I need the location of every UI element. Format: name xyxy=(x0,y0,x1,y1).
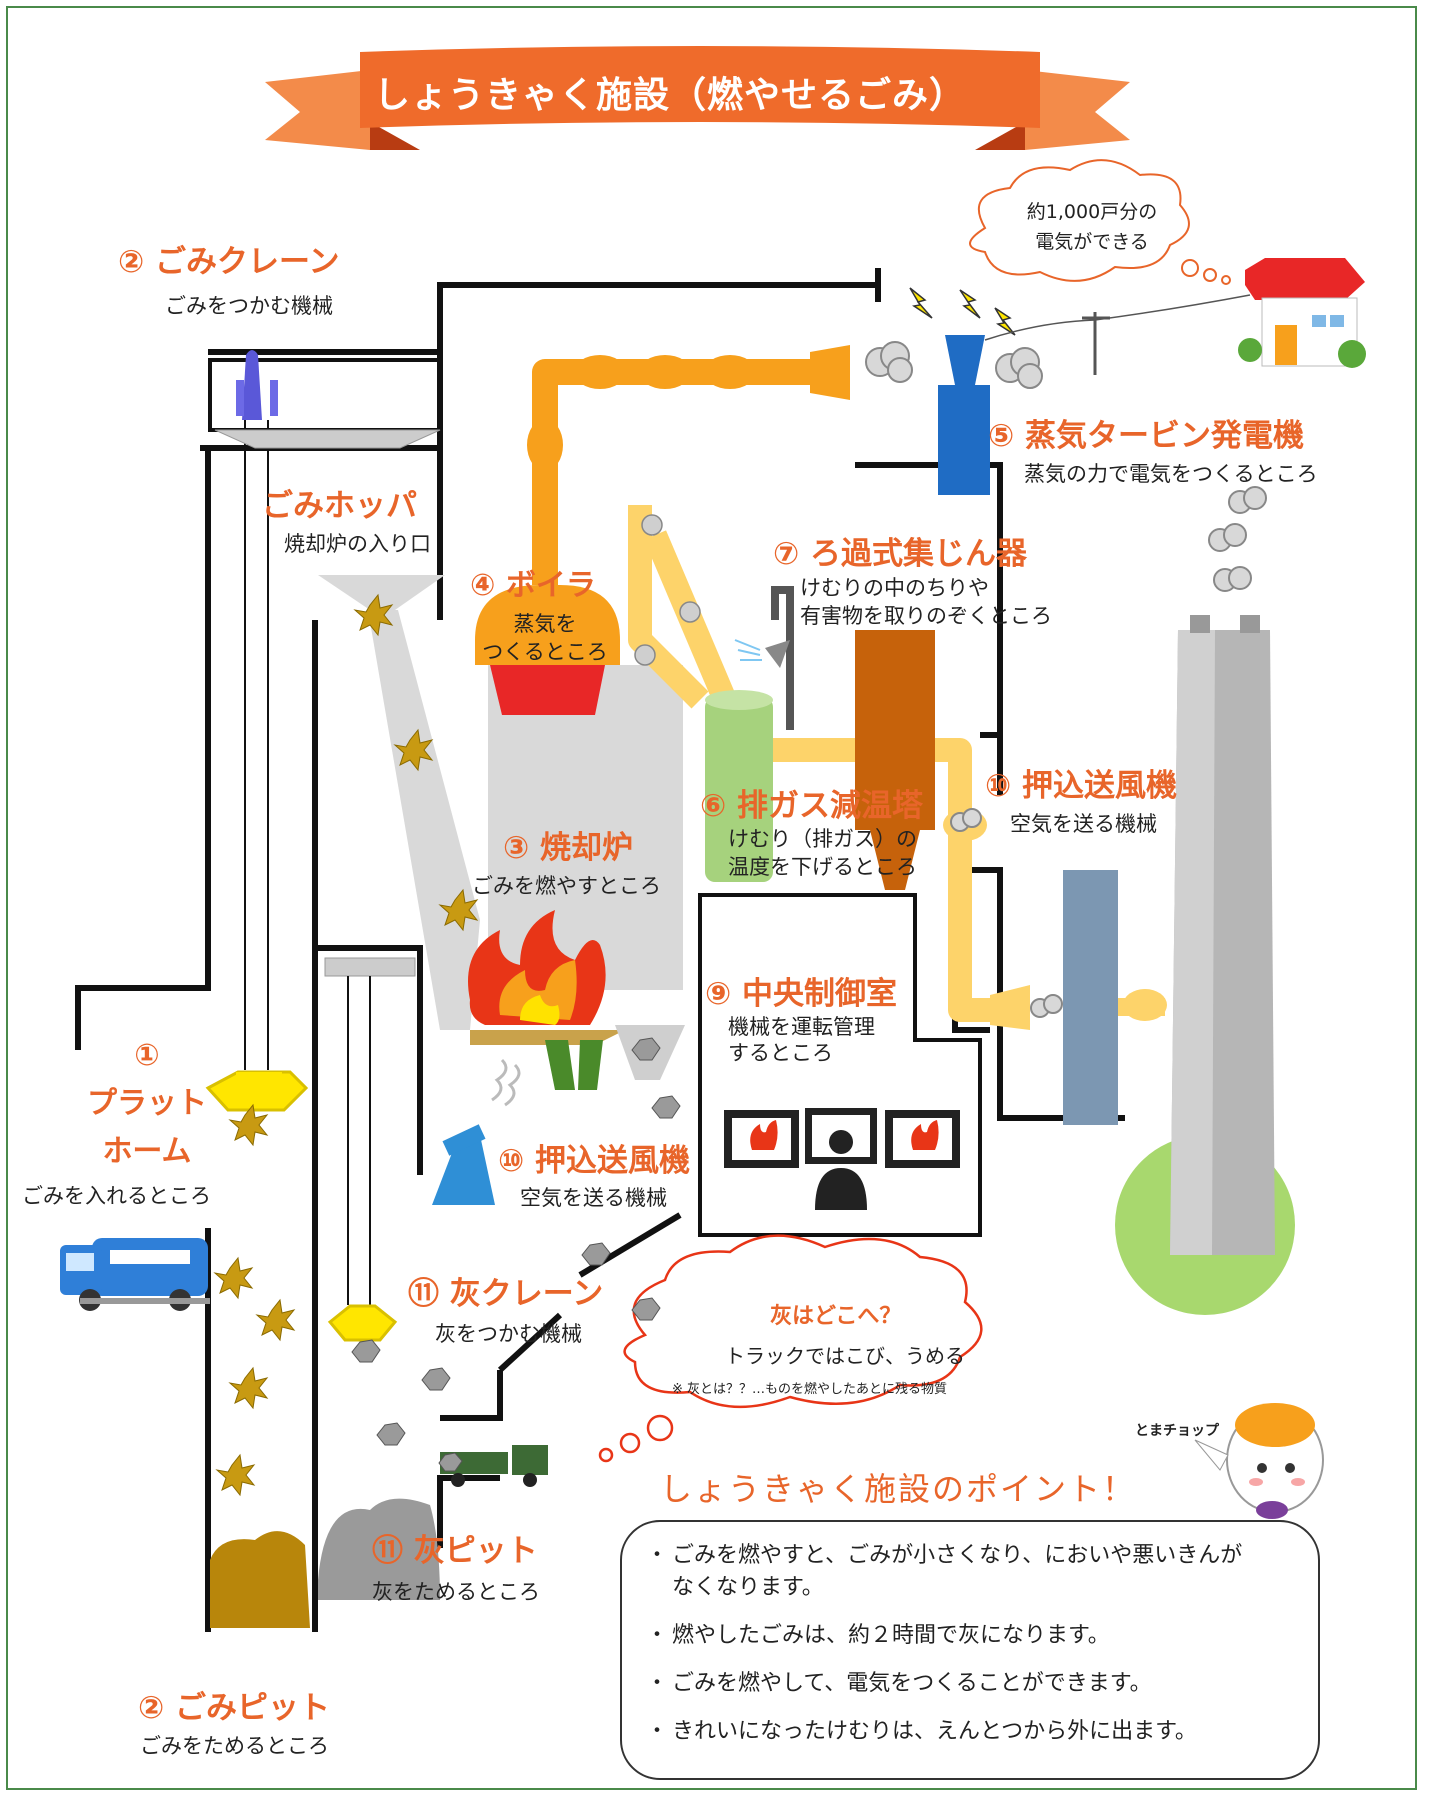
dust-icons xyxy=(634,514,701,666)
mascot-name: とまチョップ xyxy=(1135,1423,1219,1439)
utility-pole xyxy=(984,294,1251,375)
ash-cloud-title: 灰はどこへ？ xyxy=(770,1304,902,1329)
garbage-truck-icon xyxy=(60,1238,210,1311)
smoke-icon xyxy=(865,341,1267,1018)
garbage-icons xyxy=(213,593,479,1497)
page-frame xyxy=(6,6,1417,1790)
ash-crane-title: ⑪ 灰クレーン xyxy=(408,1276,604,1312)
ash-crane xyxy=(324,957,416,1342)
title-banner xyxy=(265,46,1130,150)
page-title: しょうきゃく施設（燃やせるごみ） xyxy=(373,75,966,116)
incinerator-title: ③ 焼却炉 xyxy=(503,830,634,866)
electricity-cloud xyxy=(969,159,1231,285)
fan-left xyxy=(432,1058,521,1205)
pit-title: ② ごみピット xyxy=(138,1690,331,1726)
platform-desc: ごみを入れるところ xyxy=(22,1184,211,1208)
lightning-icon xyxy=(909,287,1016,336)
pit-desc: ごみをためるところ xyxy=(140,1734,329,1758)
fire-icon xyxy=(468,910,606,1025)
ash-pit-title: ⑪ 灰ピット xyxy=(372,1533,538,1569)
platform-title: ① プラット ホーム xyxy=(87,1038,207,1169)
ash-cloud-note: ※ 灰とは？？…ものを燃やしたあとに残る物質 xyxy=(672,1382,948,1397)
crane-title: ② ごみクレーン xyxy=(118,244,340,280)
points-box: ごみを燃やすと、ごみが小さくなり、においや悪いきんが なくなります。 燃やしたご… xyxy=(620,1520,1320,1780)
control-room xyxy=(698,893,982,1237)
point-item: ごみを燃やすと、ごみが小さくなり、においや悪いきんが なくなります。 xyxy=(646,1540,1294,1604)
ash-icons xyxy=(351,1037,681,1472)
point-item: ごみを燃やして、電気をつくることができます。 xyxy=(646,1668,1294,1700)
mascot-icon xyxy=(1194,1403,1324,1519)
building-walls xyxy=(75,268,1125,1632)
fan-left-desc: 空気を送る機械 xyxy=(520,1186,667,1210)
chimney xyxy=(1115,615,1295,1315)
point-item: 燃やしたごみは、約２時間で灰になります。 xyxy=(646,1620,1294,1652)
fan-right-title: ⑩ 押込送風機 xyxy=(985,768,1178,804)
point-item: きれいになったけむりは、えんとつから外に出ます。 xyxy=(646,1716,1294,1748)
filter-title: ⑦ ろ過式集じん器 xyxy=(773,536,1028,572)
turbine-desc: 蒸気の力で電気をつくるところ xyxy=(1024,462,1318,486)
spray-nozzle xyxy=(734,586,794,730)
ash-crane-desc: 灰をつかむ機械 xyxy=(435,1322,582,1346)
cooling-desc: けむり（排ガス）の 温度を下げるところ xyxy=(728,827,917,879)
boiler-title: ④ ボイラ xyxy=(470,568,596,603)
hopper-title: ごみホッパ xyxy=(262,488,417,524)
control-title: ⑨ 中央制御室 xyxy=(705,976,898,1012)
crane-desc: ごみをつかむ機械 xyxy=(165,294,333,318)
ash-cloud-text: トラックではこび、うめる xyxy=(725,1344,965,1368)
hopper-desc: 焼却炉の入り口 xyxy=(284,532,431,556)
ash-pit-desc: 灰をためるところ xyxy=(372,1580,540,1604)
control-desc: 機械を運転管理 するところ xyxy=(728,1015,875,1065)
house-icon xyxy=(1238,258,1366,368)
turbine-title: ⑤ 蒸気タービン発電機 xyxy=(988,418,1305,454)
electricity-text: 約1,000戸分の 電気ができる xyxy=(1026,201,1158,253)
filter-desc: けむりの中のちりや 有害物を取りのぞくところ xyxy=(800,576,1052,628)
cooling-title: ⑥ 排ガス減温塔 xyxy=(700,788,924,824)
boiler-desc: 蒸気を つくるところ xyxy=(482,612,608,664)
fan-right-desc: 空気を送る機械 xyxy=(1010,812,1157,836)
fan-left-title: ⑩ 押込送風機 xyxy=(498,1143,691,1179)
steam-pipe-joints xyxy=(527,345,850,471)
points-title: しょうきゃく施設のポイント！ xyxy=(660,1470,1137,1508)
ash-cloud xyxy=(598,1234,983,1463)
incinerator-desc: ごみを燃やすところ xyxy=(472,874,661,898)
